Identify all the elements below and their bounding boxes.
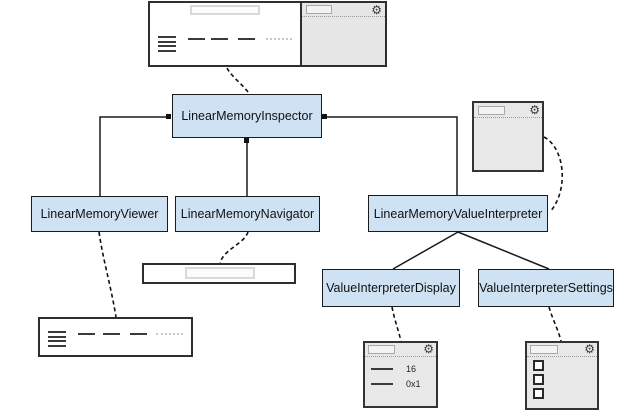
mockup-interpreter-window: ⚙ — [472, 101, 544, 172]
node-label: LinearMemoryInspector — [181, 109, 313, 123]
mockup-navigator-bar — [142, 263, 296, 284]
dashed-link-windowmock-valueinterpreter — [543, 136, 563, 213]
address-input — [190, 5, 260, 15]
hex-dash — [188, 38, 205, 40]
header-separator — [474, 117, 542, 118]
dashed-link-topmock-inspector — [226, 67, 249, 93]
header-separator — [365, 356, 436, 357]
connector-inspector-viewer — [99, 116, 170, 196]
value-row: 0x1 — [371, 378, 421, 390]
mockup-display-panel: ⚙ 16 0x1 — [363, 341, 438, 408]
node-label: ValueInterpreterSettings — [479, 281, 613, 295]
type-input — [478, 106, 505, 115]
mockup-inspector-pane: ⚙ — [148, 1, 387, 67]
dashed-link-settings-settingsmock — [548, 306, 562, 342]
value-row-label: 0x1 — [406, 379, 421, 389]
type-input — [368, 345, 395, 354]
value-row-label: 16 — [406, 364, 417, 374]
node-linear-memory-viewer: LinearMemoryViewer — [31, 196, 168, 232]
mockup-settings-panel: ⚙ — [525, 341, 599, 410]
node-linear-memory-inspector: LinearMemoryInspector — [172, 94, 322, 138]
node-value-interpreter-settings: ValueInterpreterSettings — [478, 269, 614, 307]
connector-valueinterpreter-display — [392, 231, 459, 270]
node-label: LinearMemoryViewer — [40, 207, 159, 221]
header-separator — [302, 16, 385, 17]
node-linear-memory-navigator: LinearMemoryNavigator — [175, 196, 320, 232]
node-value-interpreter-display: ValueInterpreterDisplay — [322, 269, 460, 307]
node-label: LinearMemoryValueInterpreter — [373, 206, 543, 221]
hex-dash — [103, 333, 120, 335]
menu-lines-icon — [158, 36, 176, 52]
hex-dash — [78, 333, 95, 335]
gear-icon: ⚙ — [529, 103, 540, 117]
type-input — [530, 345, 558, 354]
value-row: 16 — [371, 363, 416, 375]
gear-icon: ⚙ — [423, 342, 434, 356]
connector-endpoint — [166, 114, 171, 119]
hex-dash — [238, 38, 255, 40]
checkbox — [533, 388, 544, 399]
value-interpreter-sidebar: ⚙ — [300, 3, 385, 65]
gear-icon: ⚙ — [371, 3, 382, 17]
address-input — [185, 267, 255, 279]
mockup-viewer-rows — [38, 317, 193, 357]
connector-endpoint — [244, 138, 249, 143]
node-label: ValueInterpreterDisplay — [326, 281, 456, 295]
connector-inspector-valueinterpreter — [322, 116, 458, 195]
checkbox — [533, 374, 544, 385]
menu-lines-icon — [48, 331, 66, 347]
dashed-link-navigator-barmock — [219, 231, 249, 264]
hex-dash — [130, 333, 147, 335]
dashed-link-viewer-listmock — [98, 231, 117, 318]
hex-dash — [211, 38, 228, 40]
gear-icon: ⚙ — [584, 342, 595, 356]
node-linear-memory-value-interpreter: LinearMemoryValueInterpreter — [368, 195, 548, 232]
byte-dots — [266, 38, 292, 40]
byte-dots — [156, 333, 183, 335]
type-input — [306, 5, 332, 14]
header-separator — [527, 356, 597, 357]
connector-endpoint — [322, 114, 327, 119]
checkbox — [533, 360, 544, 371]
node-label: LinearMemoryNavigator — [180, 207, 315, 221]
connector-valueinterpreter-settings — [457, 231, 550, 270]
dashed-link-display-displaymock — [391, 306, 402, 342]
